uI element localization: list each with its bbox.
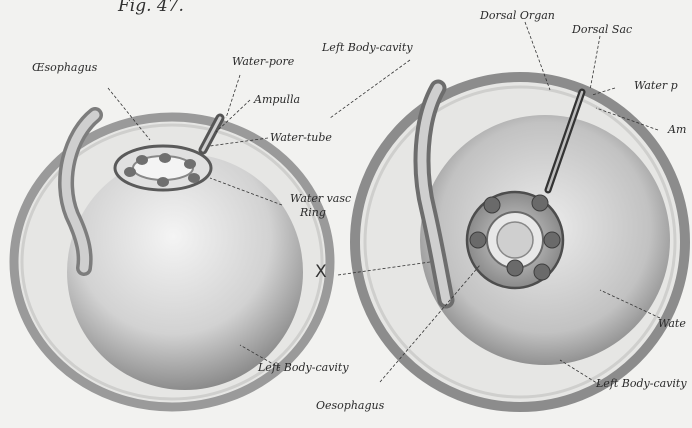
label-right-oesophagus: Oesophagus [316, 400, 384, 412]
label-left-ampulla: Ampulla [254, 94, 300, 106]
label-right-water: Wate [658, 318, 686, 330]
label-right-dorsal-sac: Dorsal Sac [572, 24, 632, 36]
figure-title: Fig. 47. [118, 0, 184, 16]
label-left-oesophagus: Œsophagus [32, 62, 97, 74]
label-left-ring: Ring [300, 207, 326, 219]
label-right-dorsal-organ: Dorsal Organ [480, 10, 555, 22]
center-x-mark: X [315, 262, 327, 282]
left-stomach [67, 154, 303, 390]
label-left-body-cavity-bottom: Left Body-cavity [258, 362, 349, 374]
label-left-water-vasc: Water vasc [290, 193, 351, 205]
label-left-water-tube: Water-tube [270, 132, 332, 144]
label-right-ampulla: Am [668, 124, 686, 136]
label-right-water-pore: Water p [634, 80, 678, 92]
right-larva [338, 22, 685, 407]
label-left-body-cavity-top: Left Body-cavity [322, 42, 413, 54]
label-left-water-pore: Water-pore [232, 56, 294, 68]
label-right-body-cavity-bottom: Left Body-cavity [596, 378, 687, 390]
